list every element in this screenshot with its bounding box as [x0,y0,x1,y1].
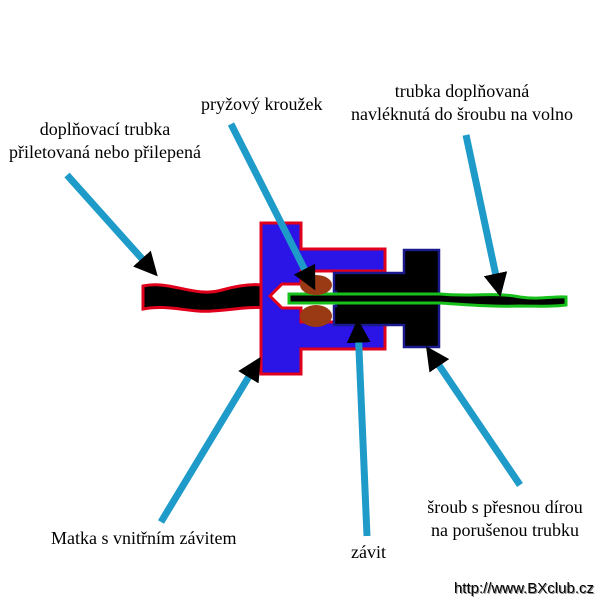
label-o-ring: pryžový kroužek [201,94,323,114]
label-free-tube-line2: navléknutá do šroubu na volno [351,104,573,124]
label-nut: Matka s vnitřním závitem [51,528,237,548]
watermark-url: http://www.BXclub.cz [453,580,594,597]
label-screw-line2: na porušenou trubku [431,520,579,540]
arrow-nut [158,356,261,524]
label-thread: závit [351,542,386,562]
arrow-thread [346,318,371,537]
label-fill-tube-line1: doplňovací trubka [39,119,171,139]
arrow-fill-tube [64,172,158,277]
free-tube [287,292,568,308]
label-fill-tube: doplňovací trubka přiletovaná nebo přile… [0,118,210,164]
arrow-o-ring [227,122,316,291]
o-ring-bottom [300,305,332,327]
fill-tube [141,283,270,313]
label-fill-tube-line2: přiletovaná nebo přilepená [9,142,201,162]
arrow-screw [425,346,523,487]
label-screw: šroub s přesnou dírou na porušenou trubk… [405,496,602,542]
label-screw-line1: šroub s přesnou dírou [427,497,583,517]
arrow-free-tube [462,134,508,297]
label-free-tube-line1: trubka doplňovaná [394,81,530,101]
label-free-tube: trubka doplňovaná navléknutá do šroubu n… [342,80,582,126]
o-ring-top [300,275,332,295]
